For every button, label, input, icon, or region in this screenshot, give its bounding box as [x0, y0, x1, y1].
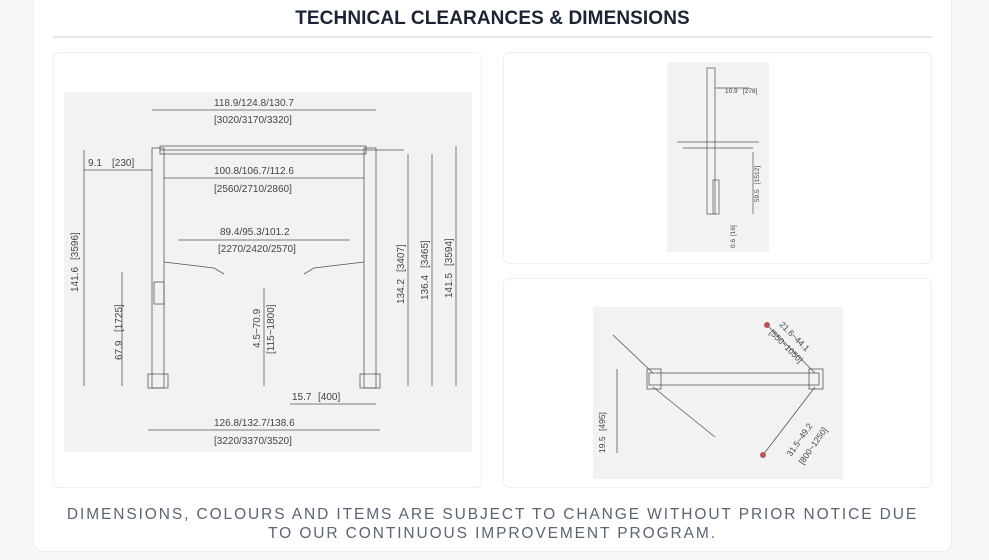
top-depth: 19.5	[597, 436, 607, 453]
dim-inner-width-mm: [2560/2710/2860]	[214, 184, 292, 195]
arm-bottom-left	[652, 386, 716, 438]
dim-base-depth-mm: [400]	[318, 392, 340, 403]
dim-lift-height: 67.9	[114, 340, 125, 360]
front-view-drawing: 118.9/124.8/130.7 [3020/3170/3320] 9.1 […	[64, 92, 472, 452]
side-height: 59.5	[754, 189, 761, 202]
dim-top-width: 118.9/124.8/130.7	[214, 98, 294, 109]
dim-post-offset-mm: [230]	[112, 158, 134, 169]
dim-lift-height-mm: [1725]	[114, 304, 125, 332]
dim-overall-height: 141.6	[70, 267, 81, 292]
side-height-mm: [1512]	[754, 166, 761, 184]
dim-height-a: 134.2	[396, 279, 407, 304]
dim-overall-height-mm: [3596]	[70, 232, 81, 260]
right-post	[363, 147, 377, 389]
left-post	[151, 147, 165, 389]
side-top-offset-mm: [278]	[743, 88, 758, 95]
dim-height-b: 136.4	[420, 275, 431, 300]
right-base-plate	[359, 373, 381, 389]
dim-height-b-mm: [3465]	[420, 240, 431, 268]
dim-height-c: 141.5	[444, 273, 455, 298]
section-title: TECHNICAL CLEARANCES & DIMENSIONS	[295, 8, 690, 29]
arm-top-right	[766, 324, 816, 374]
side-ground: 0.6	[730, 239, 737, 248]
carriage-left	[153, 281, 165, 305]
dim-top-width-mm: [3020/3170/3320]	[214, 115, 292, 126]
top-depth-mm: [495]	[597, 412, 607, 431]
dim-height-c-mm: [3594]	[444, 238, 455, 266]
side-ground-mm: [16]	[730, 225, 737, 236]
dim-post-offset: 9.1	[88, 158, 102, 169]
dim-base-width-mm: [3220/3370/3520]	[214, 436, 292, 447]
top-view-drawing: 19.5 [495] 21.6~44.1 [550~1050] 31.5~49.…	[593, 307, 843, 479]
title-divider	[53, 36, 932, 38]
side-post	[706, 67, 716, 215]
dim-pad-range: 4.5~70.9	[252, 308, 263, 348]
dim-height-a-mm: [3407]	[396, 244, 407, 272]
right-arm	[303, 261, 365, 275]
dim-inner-width: 100.8/106.7/112.6	[214, 166, 294, 177]
side-top-offset: 10.9	[725, 88, 738, 95]
left-base-plate	[147, 373, 169, 389]
disclaimer-text: Dimensions, colours and items are subjec…	[66, 506, 919, 542]
left-arm	[163, 261, 225, 275]
top-beam	[648, 372, 820, 386]
arm-bottom-right	[762, 386, 816, 456]
dim-pad-range-mm: [115~1800]	[266, 304, 277, 354]
dim-arm-width: 89.4/95.3/101.2	[220, 227, 290, 238]
dim-arm-width-mm: [2270/2420/2570]	[218, 244, 296, 255]
dim-base-width: 126.8/132.7/138.6	[214, 418, 295, 429]
dim-base-depth: 15.7	[292, 392, 312, 403]
side-view-drawing: 10.9 [278] 59.5 [1512] 0.6 [16]	[667, 62, 769, 252]
arm-top-left	[612, 334, 654, 374]
